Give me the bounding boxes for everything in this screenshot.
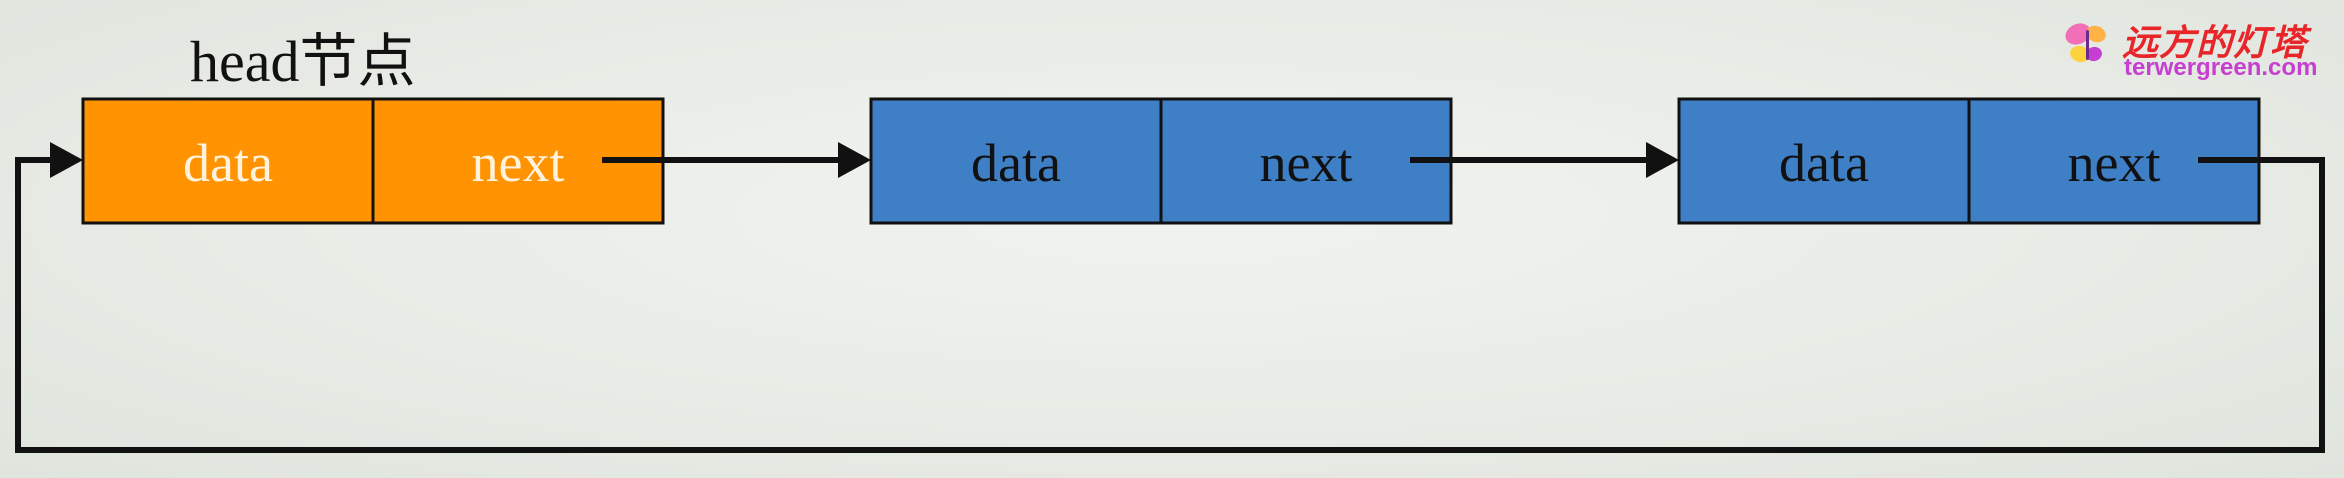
node-3-data-label: data — [1779, 133, 1869, 193]
logo-chinese-text: 远方的灯塔 — [2122, 23, 2308, 64]
head-node-data-label: data — [183, 133, 273, 193]
head-node-data-cell — [81, 97, 375, 225]
head-node: data next — [81, 97, 665, 225]
node-2-next-cell — [1159, 97, 1453, 225]
node-2: data next — [869, 97, 1453, 225]
head-node-next-label: next — [472, 133, 565, 193]
head-node-caption: head节点 — [190, 29, 416, 94]
node-3-data-cell — [1677, 97, 1971, 225]
arrow-node-2-to-node-3 — [1410, 142, 1679, 178]
node-3-next-label: next — [2068, 133, 2161, 193]
logo-url-text: terwergreen.com — [2124, 54, 2318, 81]
site-logo: 远方的灯塔 terwergreen.com — [2062, 14, 2330, 84]
node-2-data-label: data — [971, 133, 1061, 193]
node-2-next-label: next — [1260, 133, 1353, 193]
arrow-head-to-node-2 — [602, 142, 871, 178]
node-3: data next — [1677, 97, 2261, 225]
butterfly-icon — [2065, 23, 2106, 63]
arrow-node-3-to-head-loop — [15, 142, 2325, 453]
